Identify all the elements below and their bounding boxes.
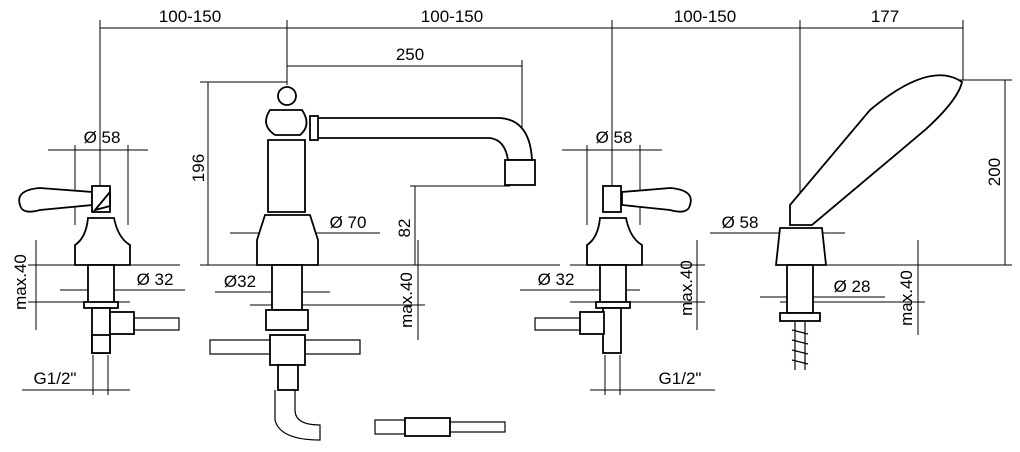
dim-outlet-height: 82 [395, 185, 510, 265]
svg-text:200: 200 [985, 158, 1004, 186]
right-valve-drawing [534, 185, 692, 354]
top-dimension-chain: 100-150 100-150 100-150 177 [99, 7, 964, 195]
svg-text:Ø 32: Ø 32 [538, 270, 575, 289]
dim-spacing-2: 100-150 [421, 7, 483, 26]
svg-text:max.40: max.40 [677, 260, 696, 316]
svg-text:Ø 58: Ø 58 [722, 213, 759, 232]
svg-text:max.40: max.40 [897, 270, 916, 326]
connection-dimensions: G1/2" G1/2" [22, 355, 715, 395]
max-thickness-dimensions: max.40 max.40 max.40 max.40 [11, 240, 925, 340]
svg-text:Ø 28: Ø 28 [834, 277, 871, 296]
svg-text:G1/2": G1/2" [659, 369, 702, 388]
svg-text:max.40: max.40 [11, 254, 30, 310]
svg-text:G1/2": G1/2" [34, 369, 77, 388]
spout-drawing [209, 86, 536, 441]
dim-spacing-4: 177 [871, 7, 899, 26]
diameter-dimensions: Ø 58 Ø 58 Ø 58 Ø 70 Ø 32 Ø32 Ø 32 Ø 28 [48, 128, 885, 298]
dim-spacing-1: 100-150 [159, 7, 221, 26]
dim-spout-reach: 250 [287, 45, 523, 150]
handshower-drawing [774, 74, 964, 370]
svg-text:Ø32: Ø32 [224, 272, 256, 291]
svg-text:Ø 58: Ø 58 [596, 128, 633, 147]
dim-spout-height: 196 [189, 81, 560, 266]
svg-text:250: 250 [396, 45, 424, 64]
left-valve-drawing [18, 185, 180, 354]
svg-text:Ø 58: Ø 58 [84, 128, 121, 147]
svg-text:Ø 70: Ø 70 [330, 213, 367, 232]
svg-text:Ø 32: Ø 32 [137, 270, 174, 289]
dim-spacing-3: 100-150 [674, 7, 736, 26]
svg-text:196: 196 [189, 154, 208, 182]
svg-text:82: 82 [395, 219, 414, 238]
svg-text:max.40: max.40 [397, 272, 416, 328]
